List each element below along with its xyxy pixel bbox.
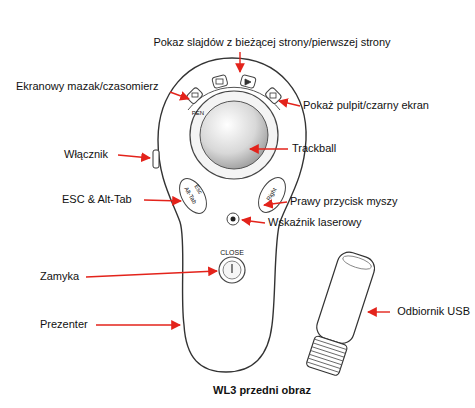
receiver-rib bbox=[313, 343, 345, 354]
callout-arrows bbox=[86, 52, 390, 325]
receiver-rib bbox=[307, 362, 339, 373]
desktop-label: Pokaż pulpit/czarny ekran bbox=[303, 99, 429, 112]
power-switch bbox=[153, 150, 159, 168]
close-symbol bbox=[231, 264, 232, 273]
caption: WL3 przedni obraz bbox=[213, 384, 311, 397]
trackball-label: Trackball bbox=[292, 142, 336, 155]
button-text: Esc bbox=[192, 183, 203, 195]
laser-button bbox=[227, 213, 239, 225]
receiver-rib bbox=[314, 339, 346, 350]
close-button bbox=[219, 257, 245, 283]
esc-button bbox=[174, 174, 212, 218]
receiver-rib bbox=[312, 347, 344, 358]
laser-dot bbox=[231, 217, 236, 222]
receiver-rib bbox=[308, 358, 340, 369]
button-text: PEN bbox=[192, 110, 204, 117]
usb-receiver bbox=[304, 249, 378, 377]
esc-label: ESC & Alt-Tab bbox=[62, 193, 132, 206]
trackball bbox=[200, 101, 268, 169]
right-button bbox=[253, 173, 291, 217]
right-click-label: Prawy przycisk myszy bbox=[290, 195, 398, 208]
receiver-rib bbox=[309, 354, 341, 365]
close-button-inner bbox=[223, 261, 241, 279]
presenter-label: Prezenter bbox=[40, 318, 88, 331]
close-label: Zamyka bbox=[40, 270, 79, 283]
receiver-rib bbox=[311, 350, 343, 361]
button-text: Right bbox=[265, 187, 278, 203]
button-text: CLOSE bbox=[220, 249, 244, 257]
trackball-ring bbox=[190, 91, 278, 179]
power-label: Włącznik bbox=[64, 148, 108, 161]
laser-label: Wskaźnik laserowy bbox=[268, 216, 362, 229]
presenter-body bbox=[158, 58, 306, 372]
slideshow-label: Pokaz slajdów z bieżącej strony/pierwsze… bbox=[153, 36, 390, 49]
receiver-label: Odbiornik USB bbox=[397, 305, 470, 318]
pen-label: Ekranowy mazak/czasomierz bbox=[16, 80, 158, 93]
